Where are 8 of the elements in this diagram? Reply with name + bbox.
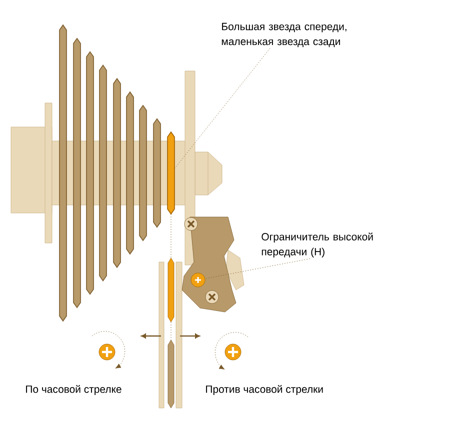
- caption-text: Против часовой стрелки: [206, 385, 323, 395]
- caption-text: По часовой стрелке: [26, 385, 122, 395]
- callout-text: Большая звезда спереди, маленькая звезда сзади: [222, 22, 346, 48]
- sprocket: [167, 131, 175, 215]
- leader-line: [204, 258, 310, 279]
- limit-screw: [190, 272, 206, 288]
- callout-text: Ограничитель высокой передачи (H): [262, 232, 373, 258]
- leader-line: [174, 48, 270, 169]
